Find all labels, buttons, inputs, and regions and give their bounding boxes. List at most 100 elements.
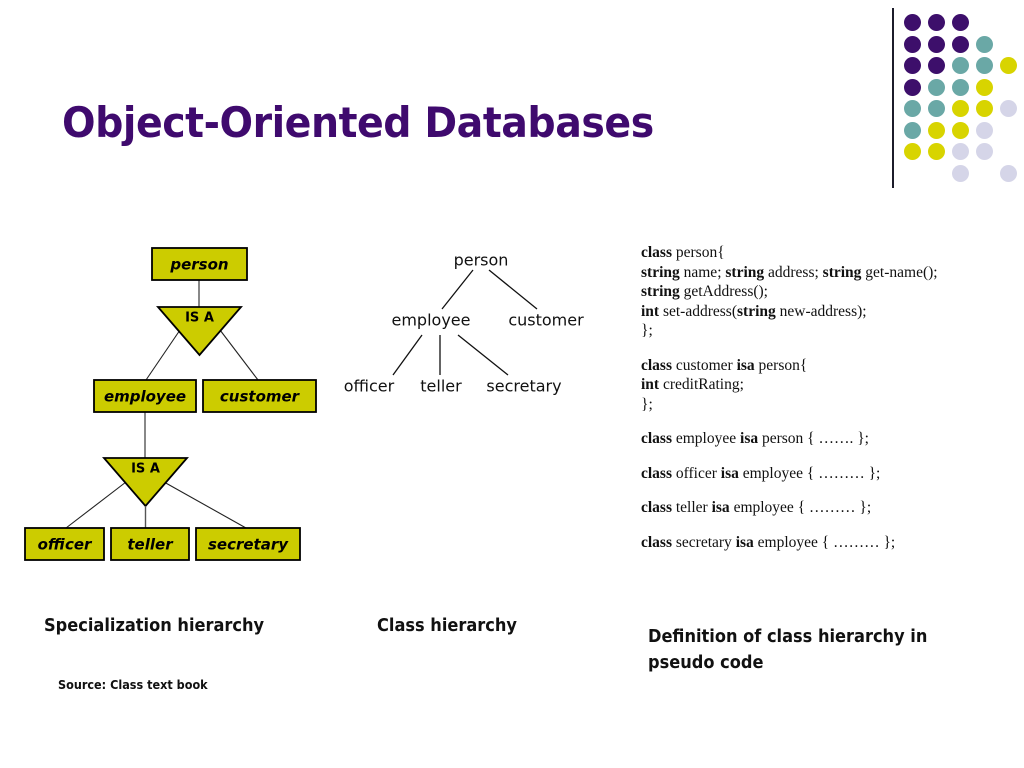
- class-node-officer[interactable]: officer: [344, 377, 395, 396]
- logo-dot-purple: [952, 35, 969, 53]
- code-text: person{: [672, 244, 725, 261]
- caption-pseudo-code: Definition of class hierarchy in pseudo …: [648, 626, 928, 673]
- logo: [885, 0, 1024, 195]
- caption-specialization-hierarchy: Specialization hierarchy: [44, 615, 265, 636]
- entity-box-secretary[interactable]: secretary: [195, 527, 301, 561]
- code-keyword: string: [641, 263, 680, 281]
- isa-triangle-1[interactable]: IS A: [156, 306, 243, 357]
- entity-box-teller[interactable]: teller: [110, 527, 190, 561]
- code-text: };: [641, 395, 653, 413]
- code-keyword: isa: [736, 356, 755, 374]
- code-text: employee { ……… };: [753, 533, 896, 551]
- logo-dot-purple: [904, 35, 921, 53]
- code-text: get-name();: [861, 263, 938, 281]
- entity-box-customer[interactable]: customer: [202, 379, 317, 413]
- code-keyword: int: [641, 302, 660, 320]
- page-title: Object-Oriented Databases: [62, 98, 654, 147]
- code-keyword: class: [641, 356, 672, 374]
- code-text: address;: [764, 263, 823, 281]
- class-node-secretary[interactable]: secretary: [486, 377, 561, 396]
- code-keyword: isa: [740, 430, 759, 447]
- logo-dot-teal: [952, 57, 969, 74]
- logo-dot-purple: [928, 14, 945, 31]
- code-block-class-secretary: class secretary isa employee { ……… };: [641, 533, 1011, 553]
- logo-dot-yellow: [928, 143, 945, 160]
- code-keyword: isa: [711, 499, 730, 516]
- entity-box-officer[interactable]: officer: [24, 527, 105, 561]
- class-hierarchy-diagram: person employee customer officer teller …: [344, 251, 584, 396]
- code-block-class-officer: class officer isa employee { ……… };: [641, 464, 1011, 484]
- code-text: officer: [672, 464, 721, 482]
- code-text: person{: [754, 356, 808, 374]
- logo-dot-lavender: [976, 121, 993, 139]
- code-text: name;: [679, 263, 726, 281]
- code-keyword: string: [725, 263, 765, 281]
- logo-vertical-rule: [892, 8, 894, 188]
- entity-label-customer: customer: [220, 388, 301, 406]
- code-text: secretary: [672, 533, 736, 551]
- caption-class-hierarchy: Class hierarchy: [377, 615, 517, 636]
- code-text: person { ……. };: [758, 430, 869, 447]
- code-text: set-address(: [659, 302, 737, 320]
- logo-dot-teal: [904, 121, 921, 139]
- logo-dot-purple: [904, 78, 921, 96]
- code-block-class-teller: class teller isa employee { ……… };: [641, 498, 1011, 518]
- logo-dot-purple: [904, 57, 921, 74]
- logo-dot-yellow: [952, 100, 969, 117]
- class-node-teller[interactable]: teller: [420, 377, 462, 396]
- code-keyword: class: [641, 430, 672, 447]
- specialization-hierarchy-diagram: person IS A employee customer IS A offic…: [24, 247, 317, 561]
- logo-dot-purple: [928, 35, 945, 53]
- code-text: employee { ……… };: [738, 464, 881, 482]
- logo-dot-yellow: [976, 78, 993, 96]
- logo-dot-purple: [928, 57, 945, 74]
- source-note: Source: Class text book: [58, 677, 208, 692]
- code-text: employee: [672, 430, 741, 447]
- logo-dot-yellow: [904, 143, 921, 160]
- code-text: getAddress();: [679, 283, 768, 300]
- code-keyword: string: [737, 302, 776, 320]
- entity-label-person: person: [169, 256, 228, 274]
- logo-dot-lavender: [952, 164, 969, 182]
- class-tree-edges: [392, 269, 538, 376]
- code-keyword: class: [641, 464, 672, 482]
- class-node-customer[interactable]: customer: [508, 311, 584, 330]
- logo-dot-lavender: [1000, 164, 1017, 182]
- code-text: new-address);: [775, 302, 867, 320]
- logo-dot-teal: [928, 78, 945, 96]
- isa-label-2: IS A: [131, 462, 160, 477]
- code-keyword: string: [822, 263, 862, 281]
- logo-dot-purple: [952, 14, 969, 31]
- code-text: employee { ……… };: [729, 499, 872, 516]
- entity-box-person[interactable]: person: [151, 247, 248, 281]
- spec-branch-lines: [65, 329, 259, 529]
- isa-label-1: IS A: [185, 311, 214, 326]
- code-block-class-person: class person{string name; string address…: [641, 243, 1011, 341]
- logo-dot-yellow: [952, 121, 969, 139]
- code-block-class-customer: class customer isa person{int creditRati…: [641, 356, 1011, 415]
- code-keyword: class: [641, 533, 672, 551]
- logo-dot-purple: [904, 14, 921, 31]
- code-keyword: isa: [735, 533, 754, 551]
- pseudo-code-listing: class person{string name; string address…: [641, 243, 1011, 552]
- code-text: };: [641, 322, 653, 339]
- logo-dot-teal: [976, 35, 993, 53]
- entity-label-officer: officer: [38, 536, 93, 554]
- class-node-employee[interactable]: employee: [392, 311, 471, 330]
- code-text: customer: [672, 356, 737, 374]
- logo-dot-lavender: [952, 143, 969, 160]
- entity-box-employee[interactable]: employee: [93, 379, 197, 413]
- logo-dot-teal: [904, 100, 921, 117]
- code-keyword: class: [641, 244, 672, 261]
- code-block-class-employee: class employee isa person { ……. };: [641, 429, 1011, 449]
- logo-dot-lavender: [976, 143, 993, 160]
- logo-dot-lavender: [1000, 100, 1017, 117]
- logo-dot-teal: [976, 57, 993, 74]
- logo-dot-teal: [928, 100, 945, 117]
- logo-dot-yellow: [1000, 57, 1017, 74]
- code-text: teller: [672, 499, 712, 516]
- entity-label-teller: teller: [127, 536, 174, 554]
- isa-triangle-2[interactable]: IS A: [102, 457, 189, 508]
- class-node-person[interactable]: person: [454, 251, 509, 270]
